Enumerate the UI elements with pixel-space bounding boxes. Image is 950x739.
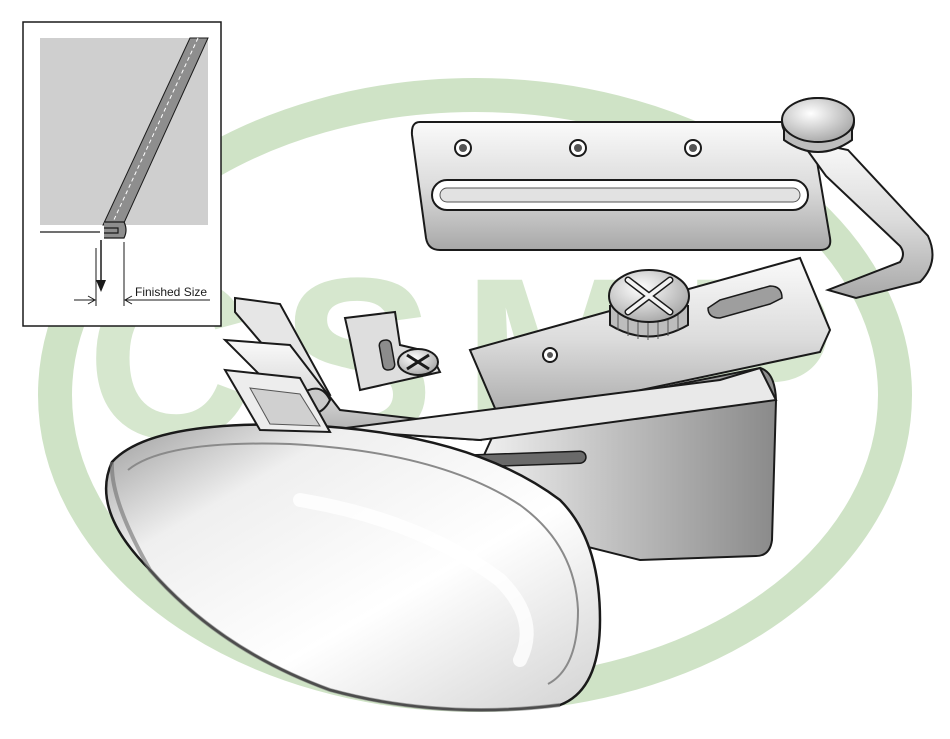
dimension-right-arrow bbox=[123, 295, 210, 305]
stitch-line bbox=[111, 37, 199, 225]
scoop-rim-shadow bbox=[109, 461, 561, 712]
fabric-inner-fold bbox=[249, 387, 321, 427]
binding-scoop bbox=[104, 368, 602, 712]
finished-size-label: Finished Size bbox=[135, 285, 207, 299]
down-arrow-head bbox=[96, 280, 106, 292]
scoop-inner-curve bbox=[127, 442, 580, 685]
mounting-plate bbox=[410, 121, 832, 251]
fold-tab-slot bbox=[378, 339, 396, 371]
body-top-edge bbox=[329, 366, 778, 442]
thumb-screw bbox=[608, 269, 690, 340]
fabric-panel bbox=[40, 38, 208, 225]
arm-body bbox=[797, 138, 934, 300]
pivot-arm bbox=[781, 97, 934, 300]
bracket-slot bbox=[707, 285, 783, 319]
dimension-left-arrow bbox=[74, 295, 97, 305]
inset-detail: Finished Size bbox=[22, 21, 222, 327]
scoop-highlight bbox=[293, 493, 534, 667]
folded-edge bbox=[104, 221, 127, 239]
